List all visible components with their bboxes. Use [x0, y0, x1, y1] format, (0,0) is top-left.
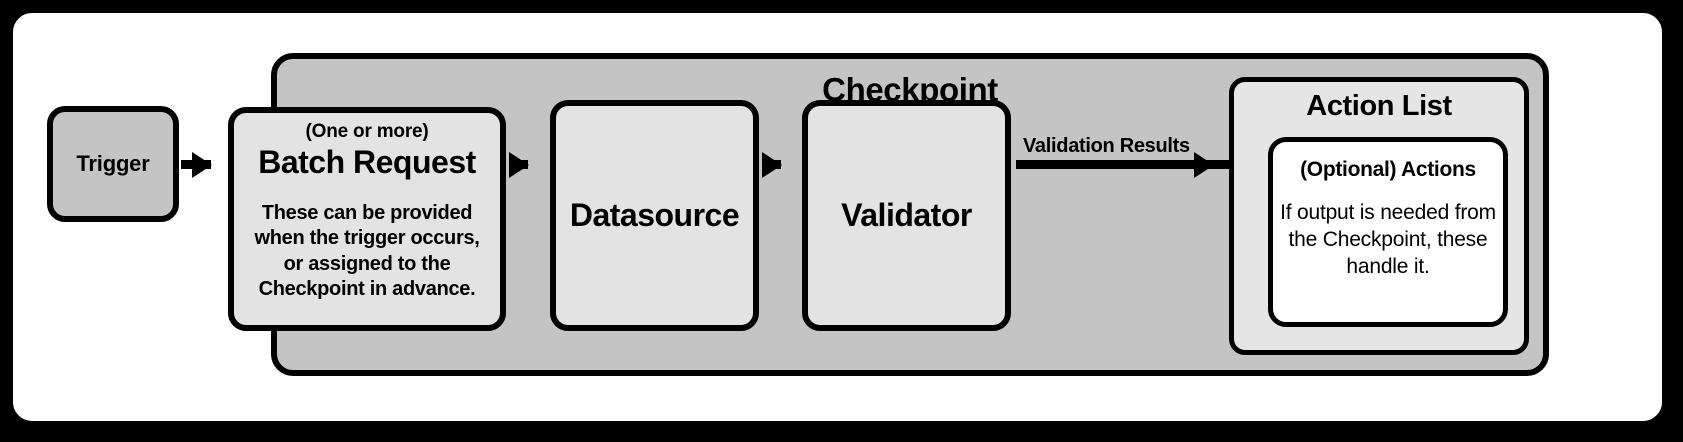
batch-request-caption: (One or more) — [305, 121, 429, 142]
trigger-label: Trigger — [76, 151, 150, 176]
arrow-datasource-to-validator — [764, 160, 781, 169]
diagram-frame: Trigger Checkpoint (One or more) Batch R… — [6, 6, 1669, 428]
batch-request-node[interactable]: (One or more) Batch Request These can be… — [228, 107, 506, 331]
validator-node[interactable]: Validator — [802, 100, 1011, 331]
optional-actions-node[interactable]: (Optional) Actions If output is needed f… — [1268, 137, 1508, 327]
validation-results-label: Validation Results — [1023, 135, 1190, 157]
batch-request-title: Batch Request — [258, 143, 476, 180]
optional-actions-body: If output is needed from the Checkpoint,… — [1280, 201, 1496, 278]
trigger-node[interactable]: Trigger — [47, 106, 179, 222]
optional-actions-title: (Optional) Actions — [1300, 158, 1476, 181]
validator-title: Validator — [841, 197, 972, 233]
action-list-title: Action List — [1306, 90, 1452, 122]
arrow-batch-request-to-datasource — [511, 160, 528, 169]
batch-request-body: These can be provided when the trigger o… — [254, 201, 480, 301]
datasource-node[interactable]: Datasource — [550, 100, 759, 331]
arrow-trigger-to-batch-request — [181, 160, 211, 169]
arrow-validator-to-checkpoint-edge — [1016, 160, 1213, 169]
datasource-title: Datasource — [569, 197, 740, 233]
